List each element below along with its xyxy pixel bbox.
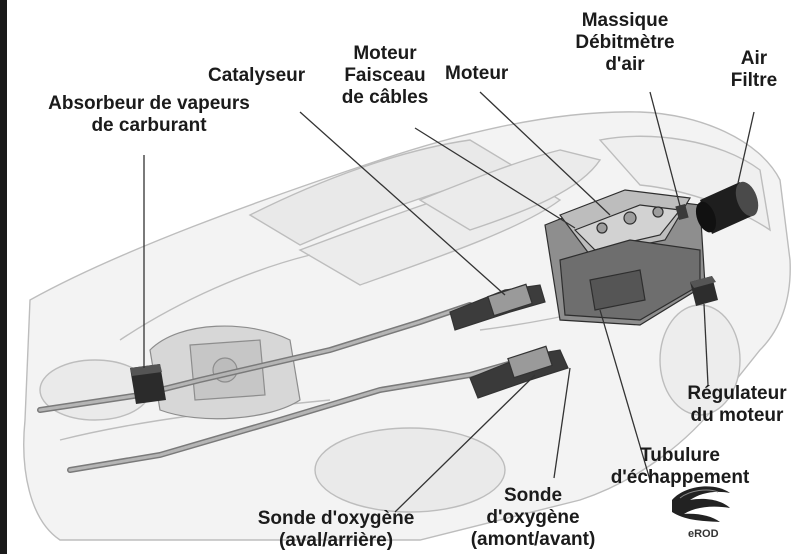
label-moteur: Moteur (445, 63, 508, 85)
label-faisceau: Moteur Faisceau de câbles (320, 43, 450, 109)
label-absorbeur: Absorbeur de vapeurs de carburant (8, 93, 290, 137)
label-debitmetre: Massique Débitmètre d'air (560, 10, 690, 76)
label-sonde-amont-line3: (amont/avant) (458, 529, 608, 551)
label-absorbeur-line2: de carburant (8, 115, 290, 137)
label-absorbeur-line1: Absorbeur de vapeurs (8, 93, 290, 115)
label-filtre-line2: Filtre (718, 70, 790, 92)
label-tubulure-line2: d'échappement (600, 467, 760, 489)
label-sonde-aval-line1: Sonde d'oxygène (236, 508, 436, 530)
label-filtre: Air Filtre (718, 48, 790, 92)
label-catalyseur: Catalyseur (208, 65, 305, 87)
label-sonde-amont-line1: Sonde (458, 485, 608, 507)
label-sonde-amont: Sonde d'oxygène (amont/avant) (458, 485, 608, 551)
label-sonde-aval-line2: (aval/arrière) (236, 530, 436, 552)
evap-canister-shape (130, 364, 166, 404)
label-sonde-amont-line2: d'oxygène (458, 507, 608, 529)
label-filtre-line1: Air (718, 48, 790, 70)
erod-logo-swirl (672, 486, 730, 522)
label-faisceau-line2: Faisceau (320, 65, 450, 87)
label-tubulure: Tubulure d'échappement (600, 445, 760, 489)
label-sonde-aval: Sonde d'oxygène (aval/arrière) (236, 508, 436, 552)
label-faisceau-line3: de câbles (320, 87, 450, 109)
label-tubulure-line1: Tubulure (600, 445, 760, 467)
label-regulateur-line2: du moteur (678, 405, 796, 427)
label-debitmetre-line2: Débitmètre (560, 32, 690, 54)
label-debitmetre-line1: Massique (560, 10, 690, 32)
erod-logo-text: eROD (688, 528, 719, 540)
label-regulateur: Régulateur du moteur (678, 383, 796, 427)
label-faisceau-line1: Moteur (320, 43, 450, 65)
label-regulateur-line1: Régulateur (678, 383, 796, 405)
label-debitmetre-line3: d'air (560, 54, 690, 76)
